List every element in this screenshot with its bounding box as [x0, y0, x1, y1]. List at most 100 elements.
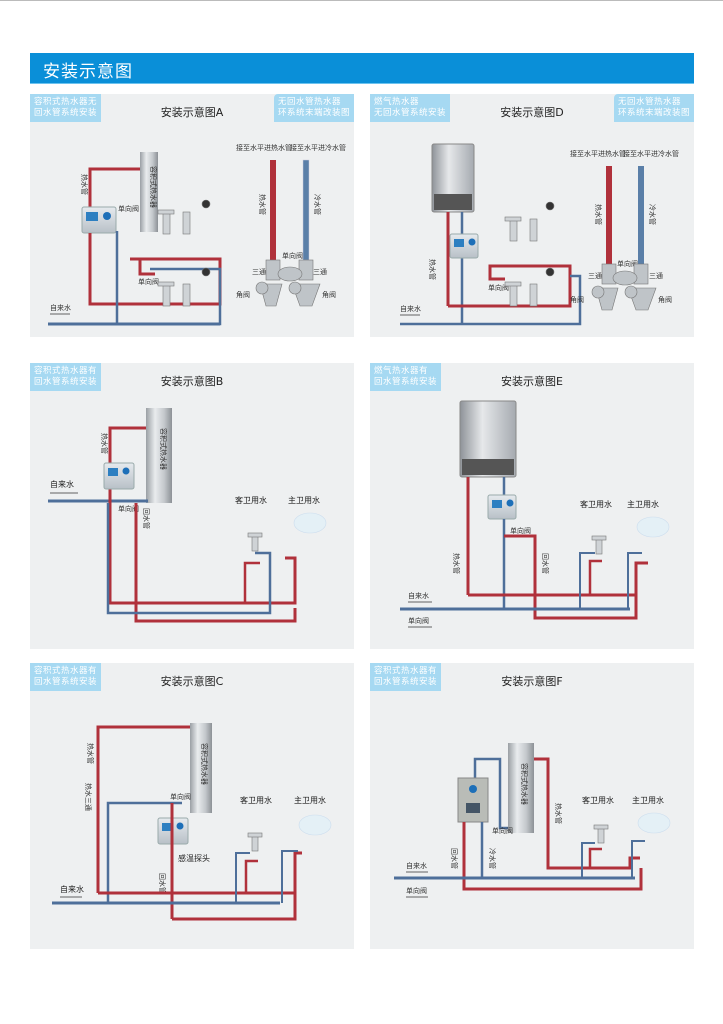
panel-f-tag-left: 容积式热水器有回水管系统安装 — [370, 663, 442, 691]
svg-text:单向阀: 单向阀 — [118, 204, 139, 213]
panel-e-title: 安装示意图E — [501, 375, 563, 388]
panel-d-tag-left: 燃气热水器无回水管系统安装 — [370, 94, 451, 122]
svg-text:单向阀: 单向阀 — [138, 277, 159, 286]
angle-valve-assembly — [255, 259, 321, 307]
section-title: 安装示意图 — [43, 62, 133, 82]
faucet-icon — [162, 211, 171, 235]
svg-text:自来水: 自来水 — [408, 591, 429, 600]
panel-c-title: 安装示意图C — [160, 675, 224, 688]
sink-icon — [298, 814, 332, 836]
panel-d-tag-right: 无回水管热水器环系统末端改装图 — [613, 94, 694, 122]
panel-a-tag-left: 容积式热水器无回水管系统安装 — [30, 94, 102, 122]
svg-text:自来水: 自来水 — [400, 304, 421, 313]
water-heater-icon — [140, 152, 158, 232]
svg-text:单向阀: 单向阀 — [492, 826, 513, 835]
svg-text:三通: 三通 — [588, 271, 602, 280]
panel-diagram-f: 容积式热水器有回水管系统安装 安装示意图F 容积式热水器 热水管 单向阀 回水管… — [370, 663, 694, 949]
faucet-icon — [509, 218, 518, 242]
faucet-icon — [597, 826, 605, 844]
svg-text:三通: 三通 — [649, 271, 663, 280]
cold-riser-pipe — [638, 166, 644, 264]
svg-text:热水管: 热水管 — [554, 803, 563, 824]
svg-text:热水管: 热水管 — [100, 433, 109, 454]
shower-icon — [529, 218, 538, 242]
svg-text:接至水平进热水管: 接至水平进热水管 — [570, 149, 626, 158]
svg-text:客卫用水: 客卫用水 — [582, 795, 614, 805]
water-heater-icon — [508, 743, 534, 833]
svg-text:回水管: 回水管 — [450, 848, 459, 869]
controller-icon — [457, 777, 489, 823]
svg-text:单向阀: 单向阀 — [118, 504, 139, 513]
panel-e-tag-left: 燃气热水器有回水管系统安装 — [370, 363, 442, 391]
panel-diagram-c: 容积式热水器有回水管系统安装 安装示意图C 容积式热水器 热水管 热水三通 单向… — [30, 663, 354, 949]
svg-text:单向阀: 单向阀 — [406, 886, 427, 895]
svg-text:客卫用水: 客卫用水 — [580, 499, 612, 509]
sink-icon — [293, 512, 327, 534]
shower-icon — [182, 211, 191, 235]
svg-text:冷水管: 冷水管 — [313, 194, 322, 215]
svg-text:热水管: 热水管 — [86, 743, 95, 764]
diagram-a-svg: 容积式热水器 热水管 单向阀 自来水 单向阀 接至水平进热水管 接至水平进冷水管… — [48, 143, 346, 326]
angle-valve-assembly — [591, 263, 657, 311]
svg-text:热水三通: 热水三通 — [84, 783, 93, 811]
svg-text:热水管: 热水管 — [258, 194, 267, 215]
svg-text:热水管: 热水管 — [428, 259, 437, 280]
panel-a-title: 安装示意图A — [160, 106, 224, 119]
svg-text:热水管: 热水管 — [452, 553, 461, 574]
svg-text:冷水管: 冷水管 — [648, 204, 657, 225]
svg-text:角阀: 角阀 — [236, 290, 250, 299]
faucet-icon — [509, 283, 518, 307]
svg-text:角阀: 角阀 — [570, 295, 584, 304]
svg-text:角阀: 角阀 — [658, 295, 672, 304]
svg-text:单向阀: 单向阀 — [617, 259, 638, 268]
sink-icon — [636, 516, 670, 538]
panel-c-tag-left: 容积式热水器有回水管系统安装 — [30, 663, 102, 691]
panel-b-tag-left: 容积式热水器有回水管系统安装 — [30, 363, 102, 391]
svg-text:客卫用水: 客卫用水 — [235, 495, 267, 505]
diagram-c-svg: 容积式热水器 热水管 热水三通 单向阀 感温探头 回水管 自来水 客卫用水 主卫… — [52, 723, 332, 921]
water-heater-icon — [146, 408, 172, 503]
water-heater-icon — [190, 723, 212, 813]
svg-text:三通: 三通 — [313, 267, 327, 276]
cold-riser-pipe — [302, 159, 310, 261]
svg-text:接至水平进热水管: 接至水平进热水管 — [236, 143, 292, 152]
sink-icon — [637, 812, 671, 834]
svg-text:接至水平进冷水管: 接至水平进冷水管 — [623, 149, 679, 158]
panel-f-title: 安装示意图F — [501, 675, 563, 688]
svg-text:接至水平进冷水管: 接至水平进冷水管 — [290, 143, 346, 152]
svg-text:容积式热水器: 容积式热水器 — [149, 166, 158, 208]
faucet-icon — [595, 537, 603, 555]
diagram-f-svg: 容积式热水器 热水管 单向阀 回水管 冷水管 自来水 单向阀 客卫用水 主卫用水 — [394, 743, 671, 898]
svg-text:容积式热水器: 容积式热水器 — [520, 763, 529, 805]
svg-text:自来水: 自来水 — [50, 479, 74, 489]
svg-text:主卫用水: 主卫用水 — [288, 495, 320, 505]
panel-b-title: 安装示意图B — [160, 375, 224, 388]
panel-diagram-b: 容积式热水器有回水管系统安装 安装示意图B 容积式热水器 热水管 自来水 单向阀… — [30, 363, 354, 649]
diagram-e-svg: 单向阀 热水管 回水管 自来水 单向阀 客卫用水 主卫用水 — [400, 400, 670, 628]
svg-text:回水管: 回水管 — [158, 873, 167, 894]
svg-text:回水管: 回水管 — [541, 553, 550, 574]
faucet-icon — [251, 534, 259, 552]
section-header-bar: 安装示意图 — [30, 53, 694, 84]
svg-text:客卫用水: 客卫用水 — [240, 795, 272, 805]
svg-text:单向阀: 单向阀 — [488, 283, 509, 292]
faucet-icon — [251, 834, 259, 852]
svg-text:热水管: 热水管 — [80, 174, 89, 195]
svg-text:自来水: 自来水 — [406, 861, 427, 870]
hot-riser-pipe — [606, 166, 612, 264]
svg-text:自来水: 自来水 — [50, 303, 71, 312]
panel-d-title: 安装示意图D — [500, 106, 564, 119]
panel-diagram-a: 容积式热水器无回水管系统安装 无回水管热水器环系统末端改装图 安装示意图A 容积… — [30, 94, 354, 337]
panel-diagram-e: 燃气热水器有回水管系统安装 安装示意图E 单向阀 热水管 回水管 自来水 单向阀… — [370, 363, 694, 649]
hot-riser-pipe — [270, 160, 276, 260]
svg-text:主卫用水: 主卫用水 — [632, 795, 664, 805]
panel-a-tag-right: 无回水管热水器环系统末端改装图 — [273, 94, 354, 122]
svg-text:自来水: 自来水 — [60, 884, 84, 894]
svg-text:单向阀: 单向阀 — [510, 526, 531, 535]
diagram-b-svg: 容积式热水器 热水管 自来水 单向阀 回水管 客卫用水 主卫用水 — [48, 408, 327, 623]
svg-text:冷水管: 冷水管 — [488, 848, 497, 869]
shower-icon — [182, 283, 191, 307]
svg-text:热水管: 热水管 — [594, 204, 603, 225]
svg-text:容积式热水器: 容积式热水器 — [200, 743, 209, 785]
svg-text:主卫用水: 主卫用水 — [294, 795, 326, 805]
